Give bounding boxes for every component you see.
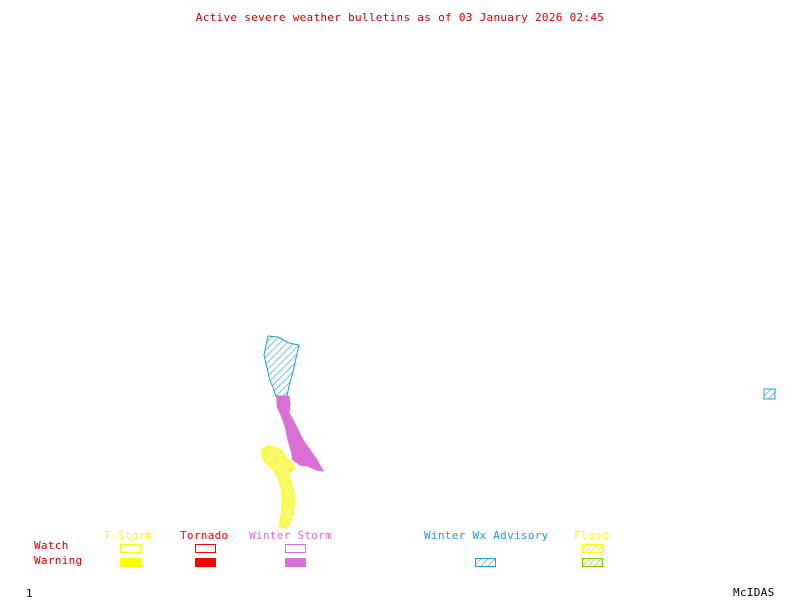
tstorm-warning-area[interactable]: [260, 445, 295, 529]
tornado-watch-swatch: [195, 544, 216, 553]
page-title: Active severe weather bulletins as of 03…: [195, 11, 605, 24]
winter-storm-watch-swatch: [285, 544, 306, 553]
legend-row-warning: Warning: [34, 554, 83, 567]
legend-label-winter-storm: Winter Storm: [249, 529, 333, 542]
frame-number: 1: [26, 587, 33, 600]
legend-row-watch: Watch: [34, 539, 69, 552]
winter-wx-advisory-area-east[interactable]: [763, 388, 776, 400]
tstorm-watch-swatch: [120, 544, 141, 553]
legend-label-winter-wx-advisory: Winter Wx Advisory: [424, 529, 549, 542]
tstorm-warning-swatch: [120, 558, 141, 567]
tornado-warning-swatch: [195, 558, 216, 567]
legend-label-tstorm: T-Storm: [104, 529, 153, 542]
flood-warning-swatch: [582, 558, 603, 567]
winter-wx-advisory-area[interactable]: [263, 335, 300, 398]
legend-label-flood: Flood: [574, 529, 609, 542]
winter-wx-advisory-swatch: [475, 558, 496, 567]
flood-watch-swatch: [582, 544, 603, 553]
winter-storm-warning-swatch: [285, 558, 306, 567]
winter-storm-warning-area[interactable]: [276, 395, 324, 472]
legend-label-tornado: Tornado: [180, 529, 229, 542]
mcidas-brand: McIDAS: [733, 586, 775, 599]
